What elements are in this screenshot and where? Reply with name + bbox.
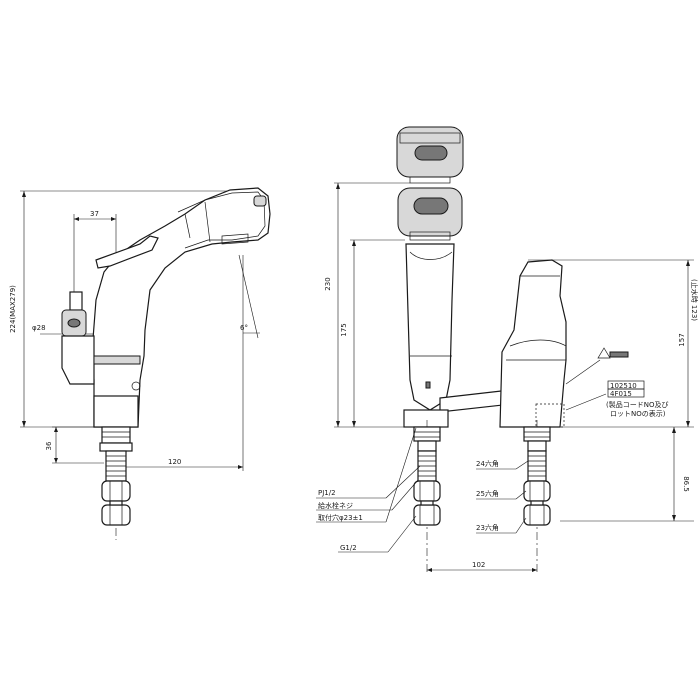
left-knob-top xyxy=(69,291,83,311)
left-side-view: 224(MAX279) 37 φ28 6° 36 120 xyxy=(9,187,271,540)
dim-86-5-label: 86.5 xyxy=(682,476,690,492)
dim-phi28-label: φ28 xyxy=(32,324,46,332)
dim-36-label: 36 xyxy=(45,441,53,450)
thread-g-label: G1/2 xyxy=(340,544,357,552)
right-front-view: 230 175 157 (止水時 123) xyxy=(316,126,699,575)
note-product-code-2: ロットNOの表示) xyxy=(610,409,666,418)
dim-120-label: 120 xyxy=(168,458,181,466)
code-line-1: 102510 xyxy=(610,382,637,390)
supply-thread-label: 給水栓ネジ xyxy=(318,501,353,510)
dim-157-label: 157 xyxy=(678,333,686,346)
hex-23-label: 23六角 xyxy=(476,523,499,532)
left-lever xyxy=(95,235,159,269)
dim-230-label: 230 xyxy=(324,277,332,290)
dim-37-label: 37 xyxy=(90,210,99,218)
mount-hole-label: 取付穴φ23±1 xyxy=(318,513,363,522)
thread-pj-label: PJ1/2 xyxy=(318,489,336,497)
dim-102-label: 102 xyxy=(472,561,485,569)
dim-175-label: 175 xyxy=(340,323,348,336)
note-product-code-1: (製品コードNO及び xyxy=(606,400,668,409)
dim-224-label: 224(MAX279) xyxy=(9,285,17,333)
warning-triangle-icon xyxy=(597,347,611,359)
right-lever-body xyxy=(499,259,567,428)
code-line-2: 4F015 xyxy=(610,390,632,398)
dim-123-label: (止水時 123) xyxy=(690,279,699,321)
hex-24-label: 24六角 xyxy=(476,459,499,468)
dim-6deg-label: 6° xyxy=(240,324,248,332)
hex-25-label: 25六角 xyxy=(476,489,499,498)
